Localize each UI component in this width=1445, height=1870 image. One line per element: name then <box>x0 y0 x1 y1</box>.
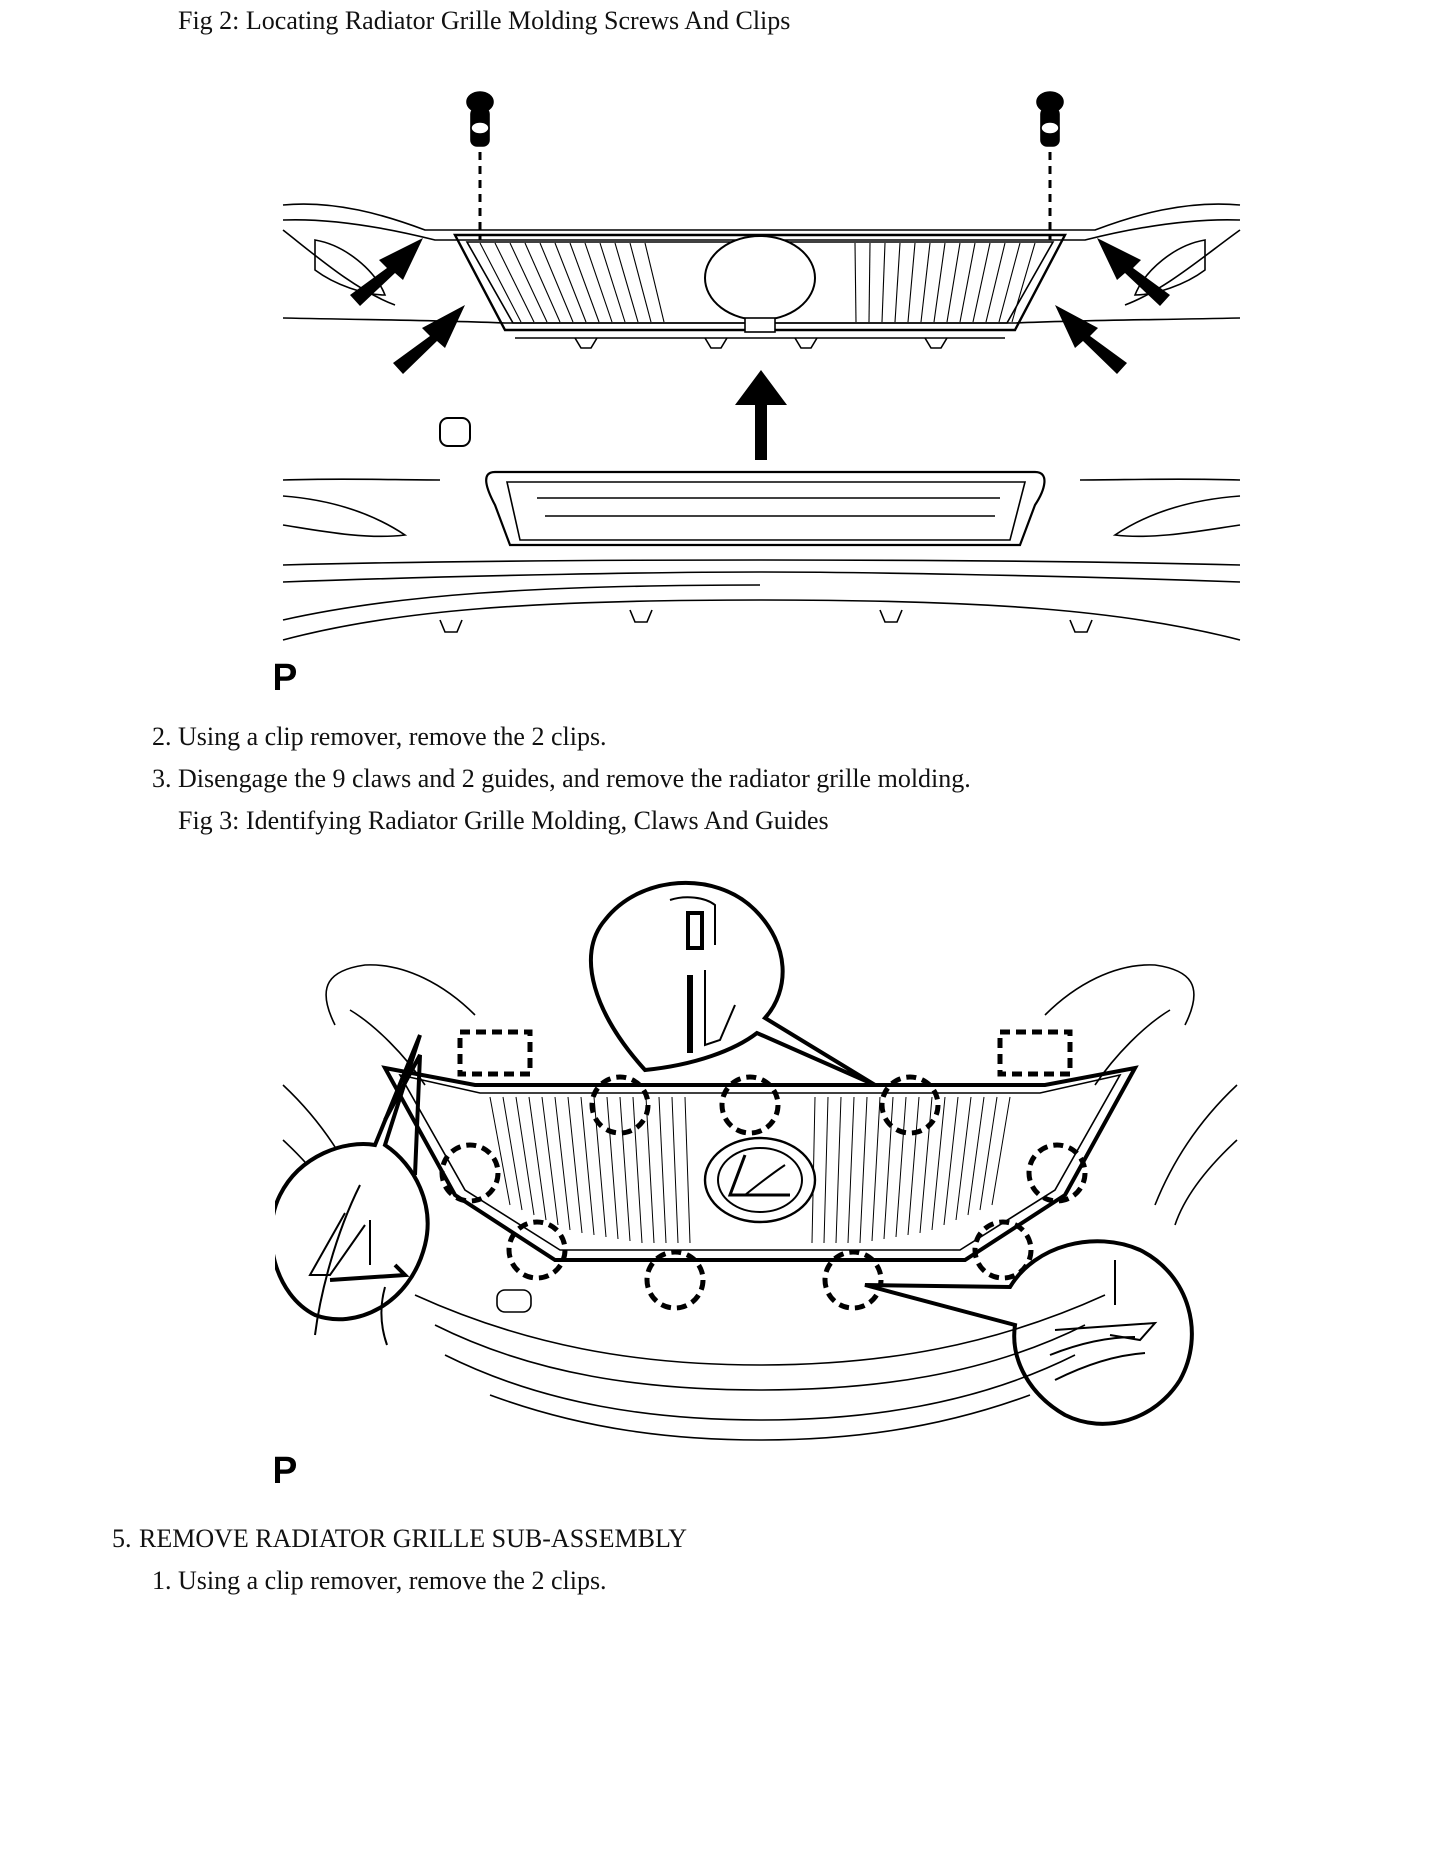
screw-right-icon <box>1036 91 1064 240</box>
step-text: Disengage the 9 claws and 2 guides, and … <box>178 764 971 793</box>
fig3-illustration: P <box>275 875 1245 1500</box>
section-number: 5. <box>112 1524 132 1553</box>
fig3-mark: P <box>275 1450 297 1492</box>
fig2-illustration: P <box>275 80 1245 700</box>
step-number: 3. <box>152 764 172 793</box>
arrow-upper-right-icon <box>1097 238 1170 306</box>
screw-left-icon <box>466 91 494 240</box>
guide-marks <box>457 1029 1073 1077</box>
step-text: Using a clip remover, remove the 2 clips… <box>178 722 607 751</box>
arrow-upper-left-icon <box>350 238 423 306</box>
arrow-lower-left-icon <box>393 305 465 374</box>
claw-marks <box>439 1074 1088 1311</box>
arrow-up-center-icon <box>735 370 787 460</box>
step-number: 1. <box>152 1566 172 1595</box>
section-heading: REMOVE RADIATOR GRILLE SUB-ASSEMBLY <box>139 1524 688 1553</box>
grille-bars <box>489 1096 1011 1244</box>
emblem-icon <box>703 1136 817 1224</box>
step-number: 2. <box>152 722 172 751</box>
step-text: Using a clip remover, remove the 2 clips… <box>178 1566 607 1595</box>
fig2-caption: Fig 2: Locating Radiator Grille Molding … <box>178 6 791 35</box>
fig3-caption: Fig 3: Identifying Radiator Grille Moldi… <box>178 806 829 835</box>
fig2-mark: P <box>275 657 297 699</box>
callout-lower-left <box>275 1034 430 1322</box>
callout-lower-right <box>864 1239 1194 1426</box>
arrow-lower-right-icon <box>1055 305 1127 374</box>
callout-top <box>589 880 877 1087</box>
grille-bars <box>479 242 1036 323</box>
